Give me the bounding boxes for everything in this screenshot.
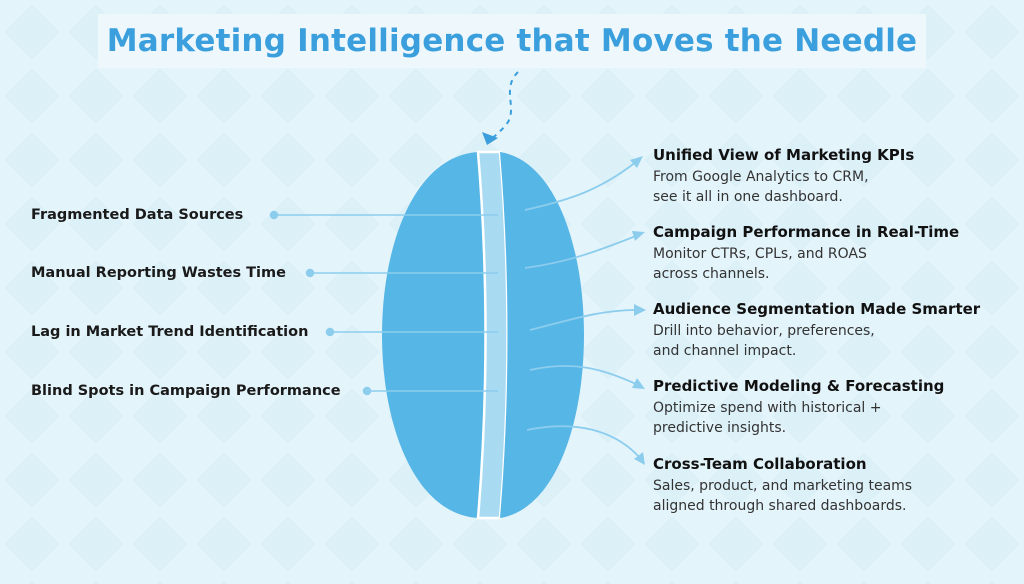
problem-dot-3 [325,327,335,337]
problem-dot-1 [269,210,279,220]
benefit-title: Cross-Team Collaboration [653,455,867,473]
benefit-description: Drill into behavior, preferences, and ch… [653,321,1018,361]
problem-label-3: Lag in Market Trend Identification [31,324,309,340]
benefit-item-2: Campaign Performance in Real-Time Monito… [653,222,1018,284]
benefit-arrowhead-2 [632,231,645,241]
benefit-desc-line: Optimize spend with historical + [653,400,882,416]
benefit-desc-line: aligned through shared dashboards. [653,498,907,514]
problem-dot-4 [362,386,372,396]
title-banner: Marketing Intelligence that Moves the Ne… [98,14,926,68]
problem-label-2: Manual Reporting Wastes Time [31,265,286,281]
benefit-desc-line: Drill into behavior, preferences, [653,323,875,339]
benefit-description: From Google Analytics to CRM, see it all… [653,167,1018,207]
benefit-title: Predictive Modeling & Forecasting [653,377,945,395]
page-title: Marketing Intelligence that Moves the Ne… [106,23,918,59]
benefit-title: Audience Segmentation Made Smarter [653,300,981,318]
problem-connectors [269,210,498,396]
benefit-item-5: Cross-Team Collaboration Sales, product,… [653,454,1018,516]
benefit-item-4: Predictive Modeling & Forecasting Optimi… [653,376,1018,438]
benefit-desc-line: across channels. [653,266,770,282]
benefit-description: Sales, product, and marketing teams alig… [653,476,1018,516]
problem-label-4: Blind Spots in Campaign Performance [31,383,341,399]
problem-label-1: Fragmented Data Sources [31,207,244,223]
intro-arrow [487,71,519,143]
benefit-arrows [524,161,641,459]
intro-arrow-head [482,132,498,145]
benefit-desc-line: see it all in one dashboard. [653,189,843,205]
benefit-description: Monitor CTRs, CPLs, and ROAS across chan… [653,244,1018,284]
benefit-arrow-4 [529,365,637,385]
benefit-item-1: Unified View of Marketing KPIs From Goog… [653,145,1018,207]
benefit-desc-line: Monitor CTRs, CPLs, and ROAS [653,246,867,262]
benefit-desc-line: and channel impact. [653,343,797,359]
benefit-arrow-3 [529,309,637,331]
benefit-arrowhead-5 [634,452,645,465]
benefit-arrow-5 [526,425,641,459]
benefit-arrowhead-1 [630,156,643,168]
benefit-arrow-1 [524,161,637,211]
benefit-desc-line: From Google Analytics to CRM, [653,169,869,185]
benefit-arrow-2 [524,235,637,269]
benefit-description: Optimize spend with historical + predict… [653,398,1018,438]
benefit-desc-line: predictive insights. [653,420,787,436]
benefit-arrowheads [630,156,646,465]
benefit-arrowhead-3 [634,304,646,316]
benefit-title: Unified View of Marketing KPIs [653,146,915,164]
lens-left [382,152,486,518]
benefit-desc-line: Sales, product, and marketing teams [653,478,913,494]
benefit-title: Campaign Performance in Real-Time [653,223,960,241]
problem-dot-2 [305,268,315,278]
benefit-arrowhead-4 [632,378,645,389]
benefit-item-3: Audience Segmentation Made Smarter Drill… [653,299,1018,361]
